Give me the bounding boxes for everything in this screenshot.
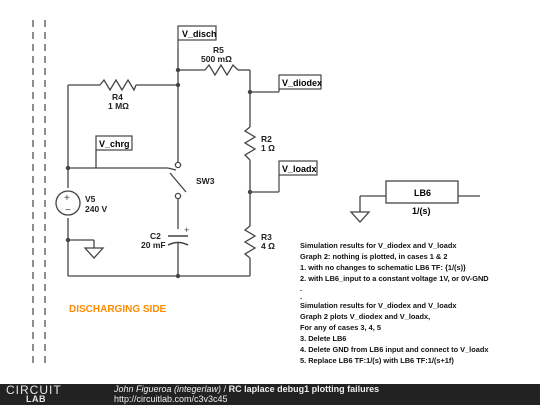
v5-minus-sign: − [65, 205, 71, 216]
junction-dots [65, 67, 253, 279]
c2-value: 20 mF [141, 240, 166, 250]
note-line-11: 4. Delete GND from LB6 input and connect… [300, 345, 489, 354]
v-diodex-flag: V_diodex [278, 74, 322, 92]
r2-name: R2 [261, 134, 272, 144]
sw3-switch [167, 161, 187, 200]
r4-value: 1 MΩ [108, 101, 129, 111]
circuitlab-logo[interactable]: CIRCUIT LAB [6, 383, 92, 404]
note-line-6: . [300, 292, 302, 301]
c2-plus-sign: + [184, 225, 189, 235]
r4-resistor [99, 78, 137, 92]
r5-resistor [204, 63, 239, 77]
r2-resistor [243, 126, 257, 161]
component-labels: R4 1 MΩ R5 500 mΩ R2 1 Ω R3 4 Ω C2 20 mF… [85, 45, 275, 251]
lb6-block [385, 180, 459, 204]
v-loadx-label: V_loadx [282, 164, 317, 174]
v5-name: V5 [85, 194, 96, 204]
footer-author-title: John Figueroa (integerlaw) / RC laplace … [114, 384, 379, 394]
c2-name: C2 [150, 231, 161, 241]
r5-value: 500 mΩ [201, 54, 232, 64]
note-line-4: 2. with LB6_input to a constant voltage … [300, 274, 489, 283]
sw3-name: SW3 [196, 176, 215, 186]
note-line-5: . [300, 284, 302, 293]
v-loadx-flag: V_loadx [278, 160, 318, 192]
r3-name: R3 [261, 232, 272, 242]
lb6-name: LB6 [414, 188, 431, 198]
ground-left [83, 247, 105, 259]
note-line-12: 5. Replace LB6 TF:1/(s) with LB6 TF:1/(s… [300, 356, 454, 365]
note-line-8: Graph 2 plots V_diodex and V_loadx, [300, 312, 430, 321]
boundary-dashed-lines [32, 20, 46, 366]
schematic-canvas: + + − LB6 1/(s) V_disch V_diodex V_chrg … [32, 20, 489, 366]
simulation-notes: Simulation results for V_diodex and V_lo… [300, 241, 489, 365]
note-line-9: For any of cases 3, 4, 5 [300, 323, 381, 332]
v-disch-label: V_disch [182, 29, 217, 39]
v5-plus-sign: + [64, 193, 70, 204]
v5-value: 240 V [85, 204, 108, 214]
logo-text-top: CIRCUIT [6, 383, 62, 397]
r3-resistor [243, 225, 257, 259]
note-line-1: Simulation results for V_diodex and V_lo… [300, 241, 457, 250]
r3-value: 4 Ω [261, 241, 275, 251]
circuit-url-link[interactable]: http://circuitlab.com/c3v3c45 [114, 394, 228, 404]
logo-text-bottom: LAB [26, 394, 46, 404]
author-name[interactable]: John Figueroa (integerlaw) [114, 384, 222, 394]
v-chrg-flag: V_chrg [95, 135, 133, 151]
wires [67, 48, 480, 277]
v5-voltage-source [55, 190, 81, 216]
ground-lb6 [349, 211, 371, 223]
circuit-title[interactable]: RC laplace debug1 plotting failures [228, 384, 380, 394]
v-diodex-label: V_diodex [282, 78, 322, 88]
v-disch-flag: V_disch [177, 25, 217, 48]
note-line-3: 1. with no changes to schematic LB6 TF: … [300, 263, 466, 272]
lb6-transfer-function: 1/(s) [412, 206, 431, 216]
r2-value: 1 Ω [261, 143, 275, 153]
discharging-side-label: DISCHARGING SIDE [69, 304, 167, 315]
title-separator: / [221, 384, 229, 394]
v-chrg-label: V_chrg [99, 139, 130, 149]
r5-name: R5 [213, 45, 224, 55]
note-line-10: 3. Delete LB6 [300, 334, 346, 343]
r4-name: R4 [112, 92, 123, 102]
note-line-2: Graph 2: nothing is plotted, in cases 1 … [300, 252, 447, 261]
note-line-7: Simulation results for V_diodex and V_lo… [300, 301, 457, 310]
c2-capacitor [167, 235, 189, 246]
footer-bar: CIRCUIT LAB John Figueroa (integerlaw) /… [0, 383, 540, 405]
